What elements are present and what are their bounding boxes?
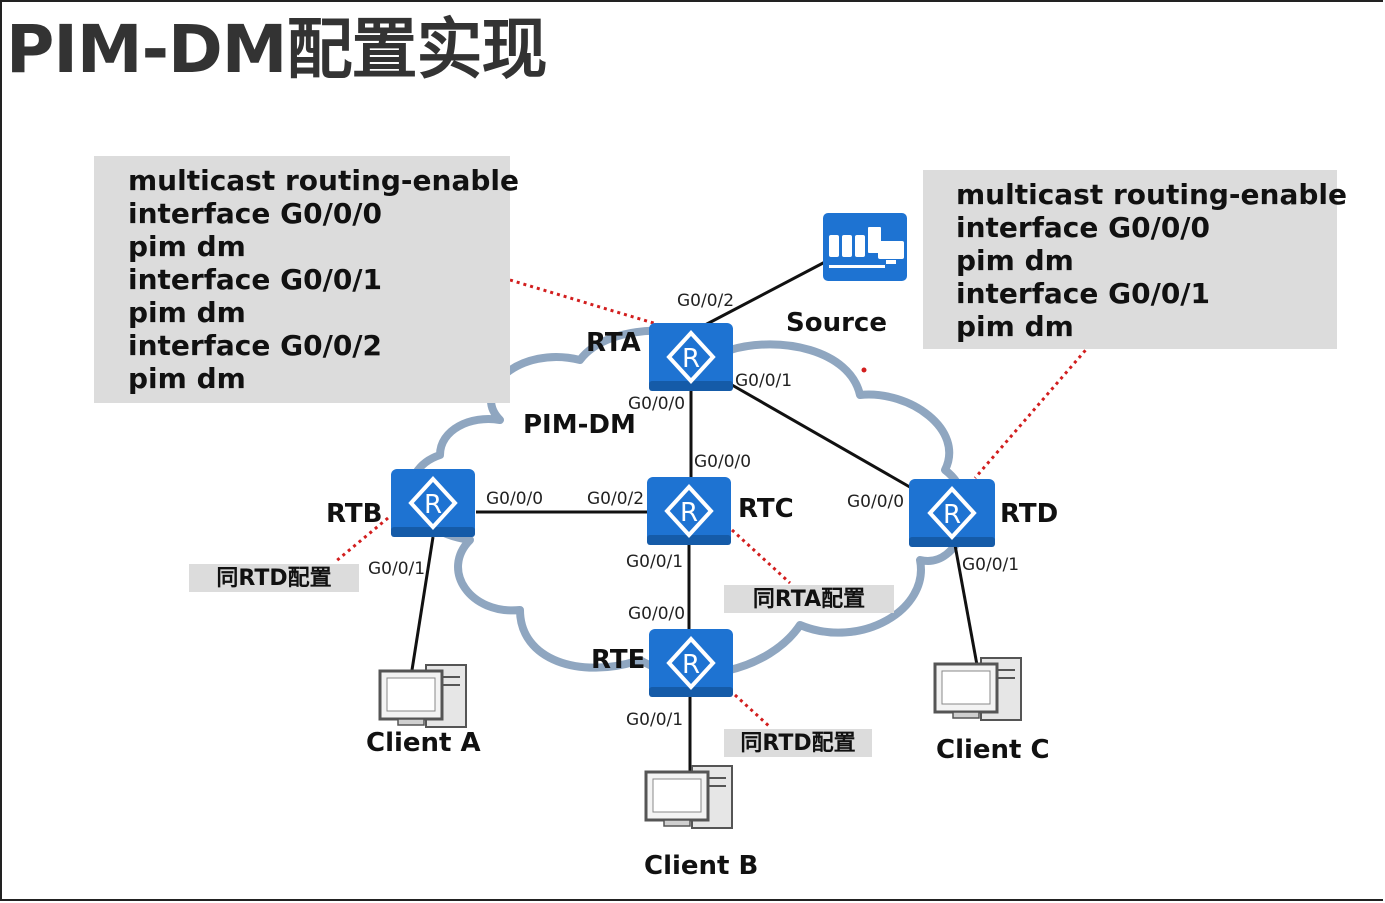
client-a-label: Client A — [366, 728, 481, 758]
router-rtc[interactable]: R — [647, 477, 731, 545]
port-label: G0/0/1 — [962, 555, 1020, 575]
callout-rtc — [730, 528, 792, 585]
config-line: pim dm — [128, 362, 246, 395]
note-rtb: 同RTD配置 — [189, 564, 359, 592]
port-label: G0/0/1 — [368, 559, 426, 579]
port-label: G0/0/1 — [735, 371, 793, 391]
svg-text:R: R — [943, 500, 961, 530]
router-label-rta: RTA — [586, 328, 641, 358]
router-label-rte: RTE — [591, 645, 646, 675]
client-c-pc-icon[interactable] — [933, 657, 1022, 721]
svg-text:R: R — [424, 490, 442, 520]
config-line: pim dm — [128, 230, 246, 263]
red-dot — [861, 367, 867, 373]
router-rtd[interactable]: R — [909, 479, 995, 547]
callout-right-box — [973, 344, 1092, 479]
router-rte[interactable]: R — [649, 629, 733, 697]
cloud-label: PIM-DM — [523, 410, 636, 440]
config-line: interface G0/0/1 — [956, 277, 1211, 310]
router-rta[interactable]: R — [649, 323, 733, 391]
router-rtb[interactable]: R — [391, 469, 475, 537]
config-line: interface G0/0/1 — [128, 263, 383, 296]
config-line: pim dm — [956, 310, 1074, 343]
client-a-pc-icon[interactable] — [378, 664, 467, 728]
note-rtc: 同RTA配置 — [724, 585, 894, 613]
config-line: multicast routing-enable — [956, 178, 1347, 211]
callout-left-box — [509, 278, 661, 327]
port-label: G0/0/2 — [677, 291, 735, 311]
source-label: Source — [786, 308, 887, 338]
callout-rte — [733, 693, 772, 729]
config-line: multicast routing-enable — [128, 164, 519, 197]
port-label: G0/0/0 — [694, 452, 752, 472]
link-rta-source — [704, 260, 826, 327]
port-label: G0/0/0 — [628, 394, 686, 414]
client-b-label: Client B — [644, 851, 759, 881]
config-line: interface G0/0/0 — [128, 197, 383, 230]
svg-text:R: R — [682, 650, 700, 680]
callout-rtb — [334, 516, 389, 564]
page-title: PIM-DM配置实现 — [6, 11, 547, 88]
client-b-pc-icon[interactable] — [644, 765, 733, 829]
link-rtb-clienta — [410, 536, 435, 671]
config-line: interface G0/0/2 — [128, 329, 383, 362]
svg-text:R: R — [680, 498, 698, 528]
router-label-rtd: RTD — [1000, 499, 1059, 529]
link-rtd-clientc — [953, 544, 979, 666]
client-c-label: Client C — [936, 735, 1050, 765]
config-box-right: multicast routing-enable interface G0/0/… — [923, 170, 1347, 349]
config-line: pim dm — [128, 296, 246, 329]
note-rte: 同RTD配置 — [724, 729, 872, 757]
port-label: G0/0/1 — [626, 552, 684, 572]
router-label-rtc: RTC — [738, 494, 794, 524]
config-line: interface G0/0/0 — [956, 211, 1211, 244]
port-label: G0/0/0 — [628, 604, 686, 624]
router-label-rtb: RTB — [326, 499, 383, 529]
source-server-icon[interactable] — [823, 213, 907, 281]
port-label: G0/0/0 — [486, 489, 544, 509]
link-rta-rtd — [731, 383, 916, 492]
config-line: pim dm — [956, 244, 1074, 277]
port-label: G0/0/1 — [626, 710, 684, 730]
config-box-left: multicast routing-enable interface G0/0/… — [94, 156, 519, 403]
port-label: G0/0/0 — [847, 492, 905, 512]
port-label: G0/0/2 — [587, 489, 645, 509]
svg-text:R: R — [682, 344, 700, 374]
